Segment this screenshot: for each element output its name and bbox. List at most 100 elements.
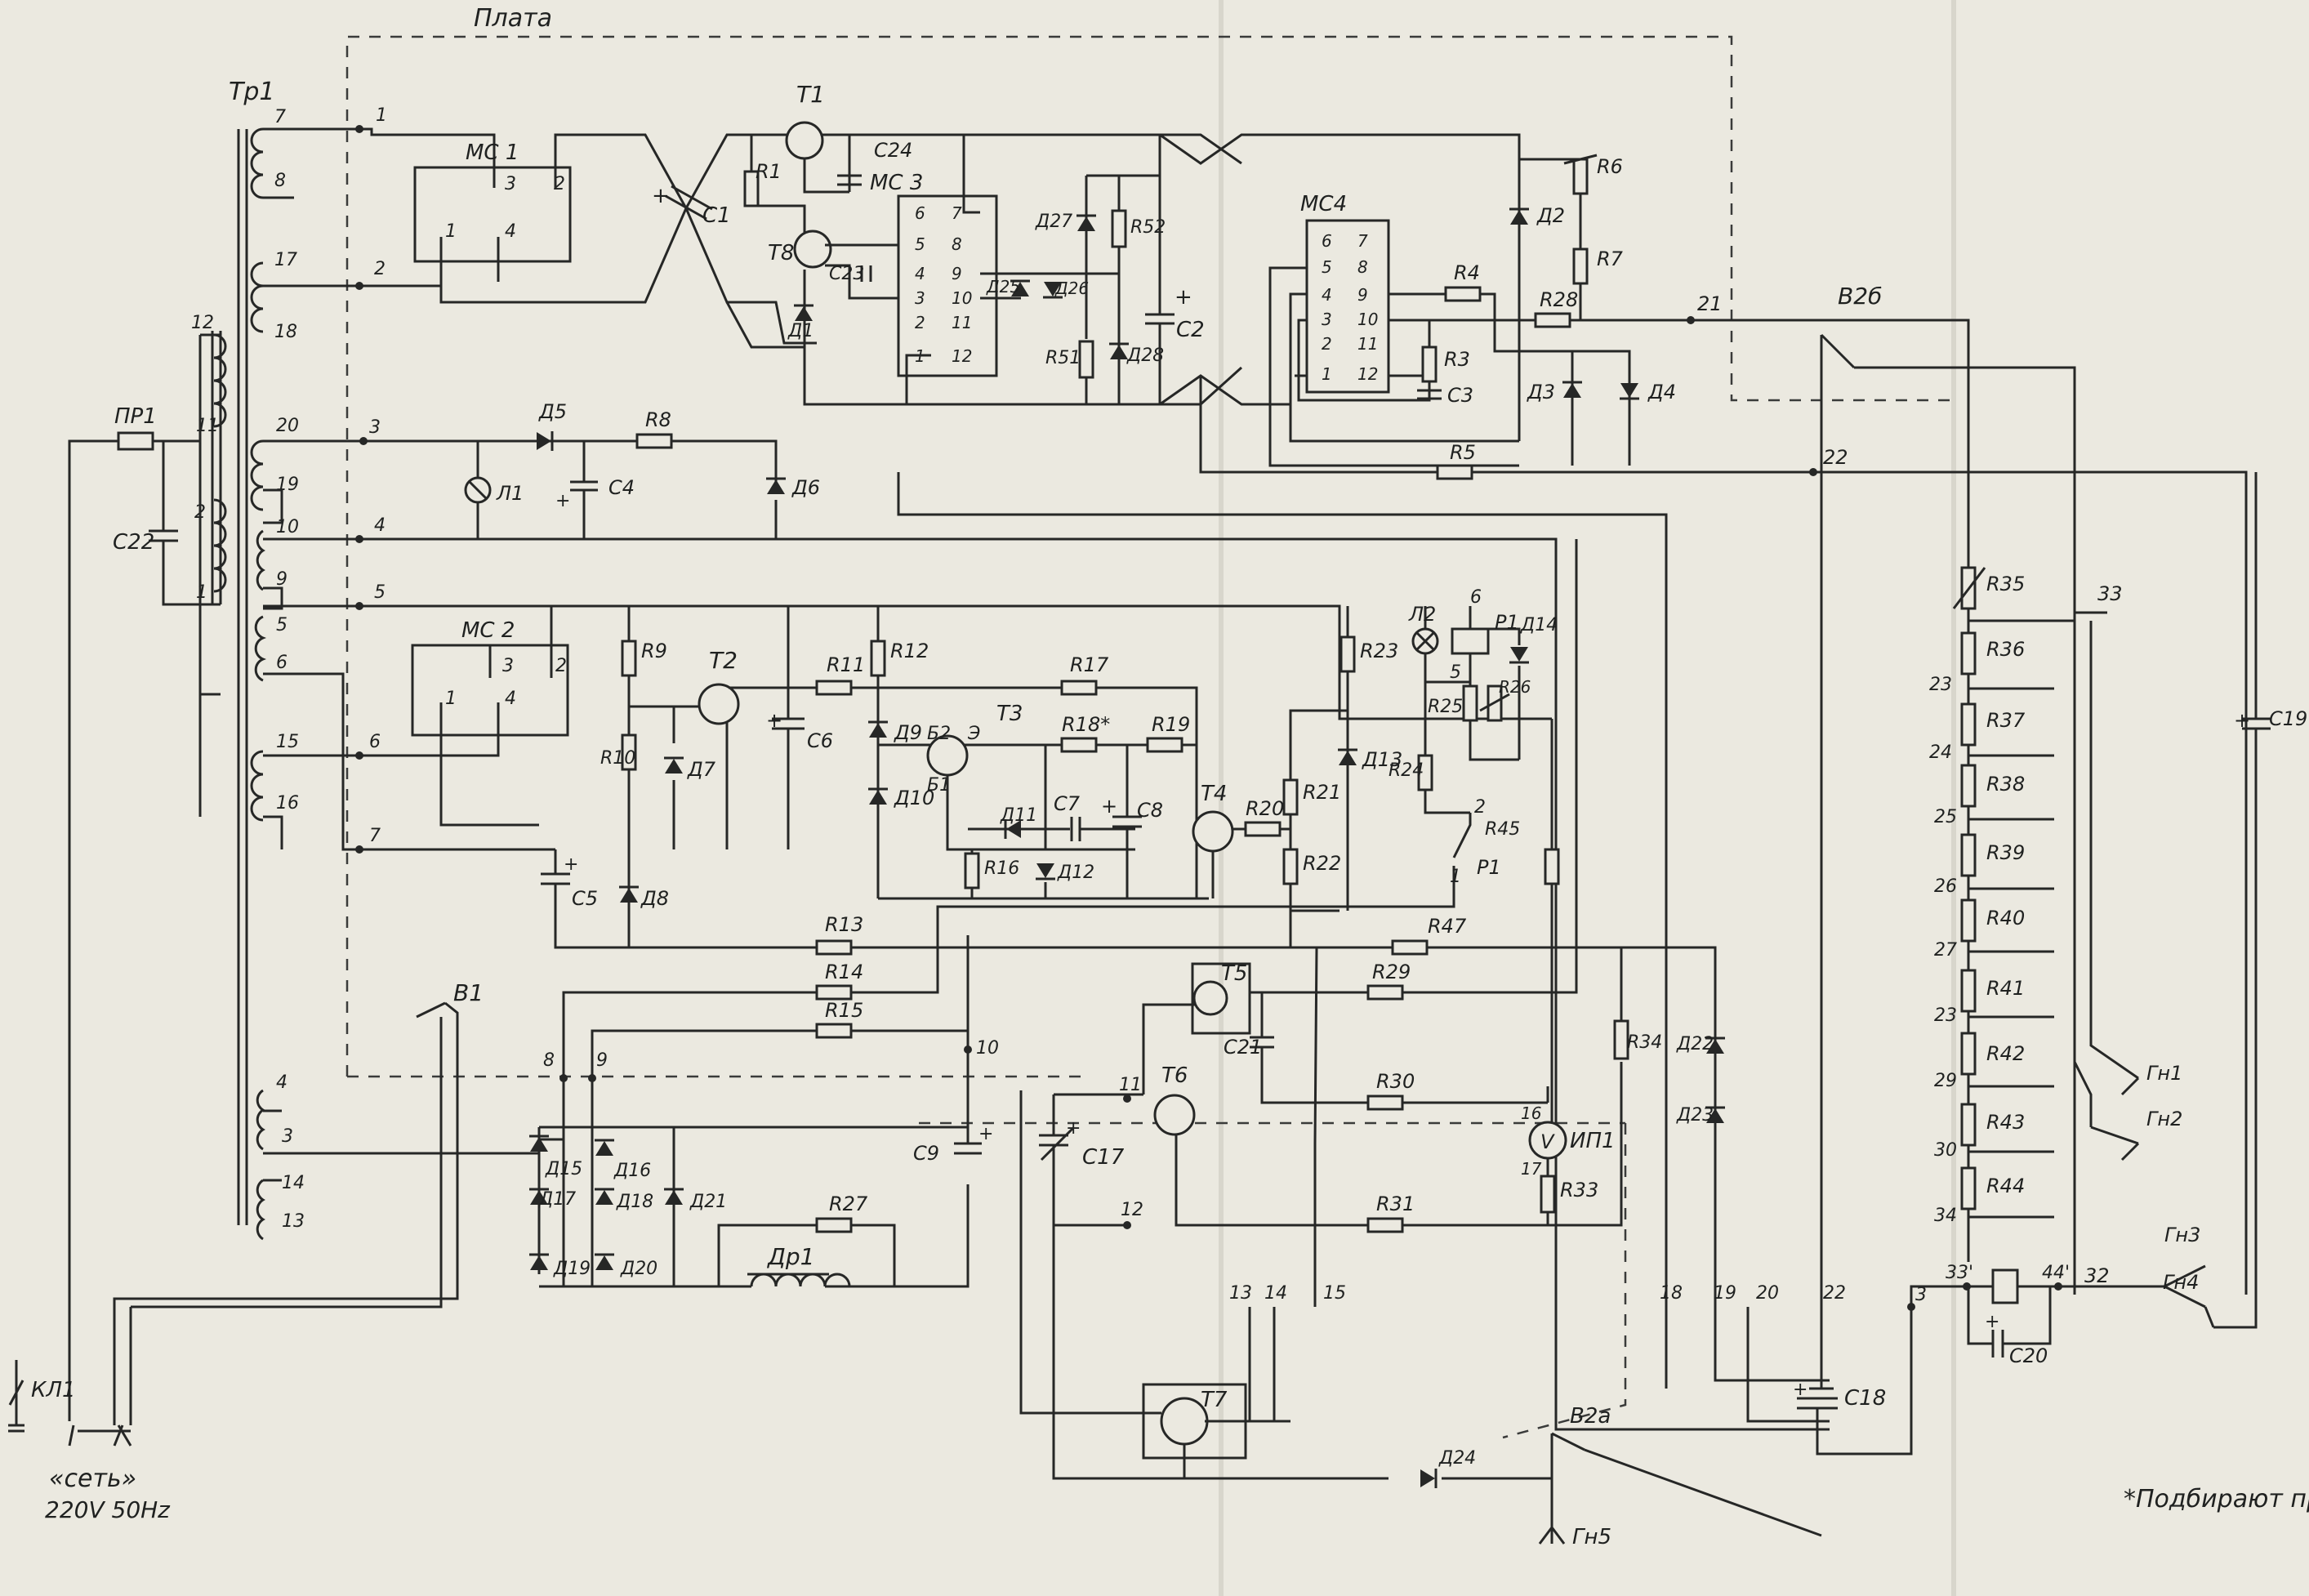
node-10: 10 xyxy=(976,1038,999,1059)
ms4-pin-l1: 1 xyxy=(1322,364,1332,384)
node-9: 9 xyxy=(596,1050,608,1071)
ms1-pin-4: 4 xyxy=(505,221,516,242)
tr-pin-8: 8 xyxy=(274,171,286,191)
ms4-pin-r8: 8 xyxy=(1357,257,1368,277)
relay-node-2: 2 xyxy=(1474,797,1486,818)
d24-label: Д24 xyxy=(1438,1448,1476,1469)
transistor-t4 xyxy=(1192,810,1234,853)
d6-label: Д6 xyxy=(791,476,820,499)
t7-label: Т7 xyxy=(1201,1388,1228,1412)
ms3-pin-r11: 11 xyxy=(952,313,972,332)
t3-label: Т3 xyxy=(996,702,1023,726)
node-7: 7 xyxy=(369,826,381,846)
fuse-label: ПР1 xyxy=(114,404,157,429)
r30-label: R30 xyxy=(1376,1070,1415,1093)
tr-pin-5: 5 xyxy=(276,615,288,635)
d16-label: Д16 xyxy=(613,1161,651,1181)
relay-p1-coil xyxy=(1451,627,1490,655)
t6-label: Т6 xyxy=(1161,1063,1188,1088)
r35-label: R35 xyxy=(1986,573,2025,595)
node-23: 23 xyxy=(1929,675,1952,695)
resistor-r52 xyxy=(1111,209,1127,248)
d4-label: Д4 xyxy=(1647,381,1676,403)
resistor-r36 xyxy=(1960,631,1977,675)
node-27: 27 xyxy=(1934,940,1957,961)
ms2-pin-2: 2 xyxy=(555,656,567,676)
ms2-section: 5 МС 2 3 2 1 4 6 7 xyxy=(263,582,1552,854)
jack-gn3-label: Гн3 xyxy=(2164,1224,2200,1246)
resistor-r42 xyxy=(1960,1032,1977,1076)
r40-label: R40 xyxy=(1986,907,2025,930)
node-29: 29 xyxy=(1934,1071,1957,1091)
tr-pin-4: 4 xyxy=(276,1072,288,1093)
r21-label: R21 xyxy=(1303,781,1341,804)
d5-label: Д5 xyxy=(538,400,567,423)
tr-pin-20: 20 xyxy=(276,416,299,436)
d15-label: Д15 xyxy=(545,1159,582,1179)
r42-label: R42 xyxy=(1986,1042,2025,1065)
resistor-r31 xyxy=(1366,1217,1404,1233)
resistor-r30 xyxy=(1366,1094,1404,1111)
tr-pin-16: 16 xyxy=(276,793,299,814)
mains-rating: 220V 50Hz xyxy=(45,1496,171,1523)
resistor-r38 xyxy=(1960,764,1977,808)
node-33: 33 xyxy=(2097,582,2123,605)
meter-symbol: V xyxy=(1540,1130,1555,1153)
output-section: + С17 11 Т6 Т5 С21 R29 R30 R31 12 R34 xyxy=(1019,539,1927,1549)
mains-label: «сеть» xyxy=(49,1464,136,1493)
r34-label: R34 xyxy=(1627,1032,1662,1053)
resistor-r44 xyxy=(1960,1166,1977,1210)
transistor-t6 xyxy=(1153,1094,1196,1136)
jack-gn4-label: Гн4 xyxy=(2163,1271,2199,1294)
ms3-section: Т1 R1 Т8 Д1 С24 МС 3 6 5 4 3 2 1 7 8 9 1… xyxy=(725,81,1243,406)
t8-label: Т8 xyxy=(768,241,794,265)
node-11: 11 xyxy=(1119,1075,1142,1095)
r9-label: R9 xyxy=(641,640,667,662)
r25-label: R25 xyxy=(1428,697,1463,717)
c24-label: С24 xyxy=(874,139,912,162)
resistor-r27 xyxy=(815,1217,853,1233)
tr-pin-9: 9 xyxy=(276,569,288,590)
rectifier-section: + С5 Д8 R13 R14 R15 8 9 Д15 Д17 Д19 xyxy=(263,849,1292,1288)
relay-coil-label: Р1 xyxy=(1495,611,1519,634)
r4-label: R4 xyxy=(1454,261,1480,284)
node-3: 3 xyxy=(369,417,381,438)
resistor-r20 xyxy=(1244,821,1282,837)
node-3b: 3 xyxy=(1915,1285,1927,1305)
node-12: 12 xyxy=(1121,1200,1143,1220)
resistor-r29 xyxy=(1366,984,1404,1001)
ms3-pin-r12: 12 xyxy=(952,346,972,366)
ms1-pin-3: 3 xyxy=(505,174,516,194)
tr-pin-7: 7 xyxy=(274,107,286,127)
transformer-label: Тр1 xyxy=(229,78,274,106)
r15-label: R15 xyxy=(825,999,863,1022)
jack-gn2-label: Гн2 xyxy=(2146,1108,2182,1130)
resistor-r11 xyxy=(815,680,853,696)
resistor-r21 xyxy=(1282,778,1299,816)
node-21: 21 xyxy=(1697,292,1723,315)
ms4-pin-l6: 6 xyxy=(1322,231,1332,251)
transistor-t2 xyxy=(698,683,740,725)
c7-label: С7 xyxy=(1054,792,1081,815)
ms4-pin-r9: 9 xyxy=(1357,285,1368,305)
transistor-t8 xyxy=(793,230,832,269)
r28-label: R28 xyxy=(1540,288,1578,311)
ms4-pin-l3: 3 xyxy=(1322,310,1332,329)
ms1-label: МС 1 xyxy=(466,140,519,165)
d21-label: Д21 xyxy=(689,1192,727,1212)
r20-label: R20 xyxy=(1246,797,1284,820)
node-24: 24 xyxy=(1929,742,1952,763)
r16-label: R16 xyxy=(984,858,1019,879)
c6-plus: + xyxy=(766,709,782,732)
d12-label: Д12 xyxy=(1057,863,1094,883)
jack-gn1-label: Гн1 xyxy=(2146,1062,2182,1085)
range-ladder: R35 R36 R37 R38 R39 R40 R41 R42 R43 R44 xyxy=(1910,319,2307,1367)
resistor-r12 xyxy=(870,640,886,677)
node-6: 6 xyxy=(369,732,381,752)
relay-node-6: 6 xyxy=(1470,587,1482,608)
node-13: 13 xyxy=(1229,1283,1252,1304)
r1-label: R1 xyxy=(756,160,782,183)
r26-label: R26 xyxy=(1499,677,1531,697)
r45-label: R45 xyxy=(1485,819,1520,840)
